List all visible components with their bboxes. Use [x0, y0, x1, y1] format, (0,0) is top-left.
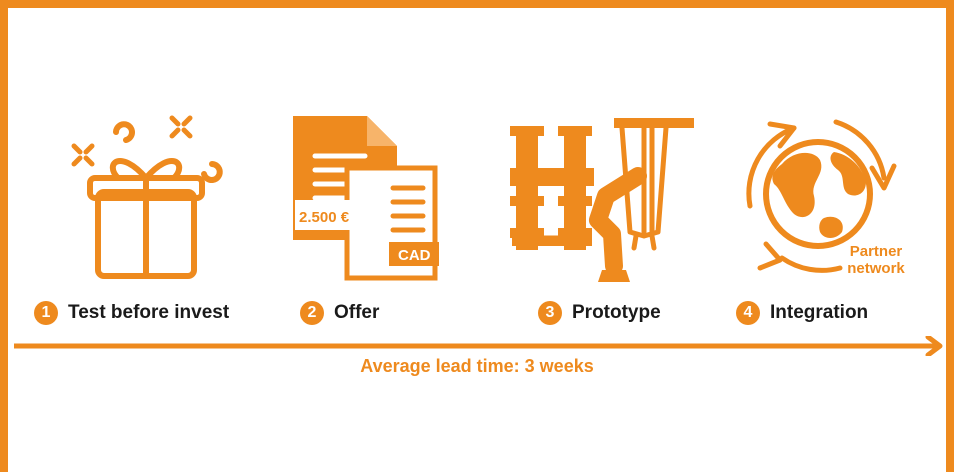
step-1: 1 Test before invest: [34, 300, 229, 326]
timeline-arrow: [14, 336, 943, 356]
step-2-label: Offer: [334, 302, 380, 323]
gift-icon: [71, 115, 223, 279]
step-4: 4 Integration: [736, 300, 868, 326]
documents-icon: 2.500 € CAD: [293, 116, 439, 281]
step-3-number: 3: [538, 301, 562, 325]
partner-label-line1: Partner: [849, 243, 903, 260]
step-4-label: Integration: [770, 302, 869, 323]
offer-cad-label: CAD: [398, 247, 431, 264]
step-3: 3 Prototype: [538, 300, 661, 326]
partner-label-line2: network: [847, 260, 905, 277]
globe-cycle-icon: [746, 119, 897, 273]
step-4-number: 4: [736, 301, 760, 325]
robot-prototype-icon: [510, 118, 694, 282]
step-3-label: Prototype: [572, 302, 661, 323]
offer-price-label: 2.500 €: [299, 209, 350, 226]
step-1-label: Test before invest: [68, 302, 230, 323]
step-2: 2 Offer: [300, 300, 379, 326]
lead-time-label: Average lead time: 3 weeks: [360, 356, 594, 376]
step-2-number: 2: [300, 301, 324, 325]
partner-network-label: Partner network: [836, 243, 916, 277]
step-1-number: 1: [34, 301, 58, 325]
